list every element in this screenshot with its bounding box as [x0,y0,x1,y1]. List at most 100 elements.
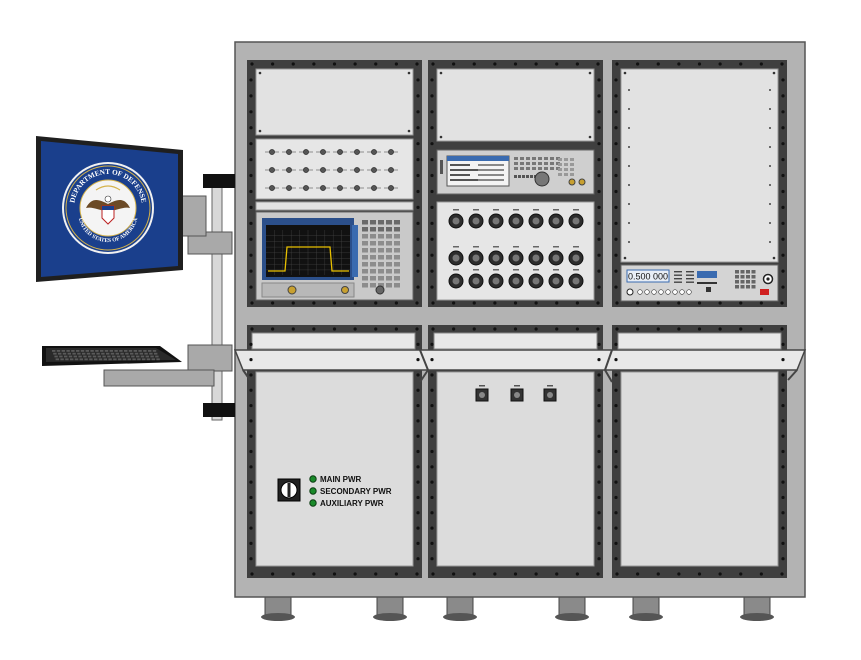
sa-key[interactable] [370,248,376,253]
sa-key[interactable] [394,262,400,267]
keyboard-key[interactable] [107,355,111,358]
sa-key[interactable] [386,234,392,239]
ps-button[interactable] [672,289,678,295]
keyboard-key[interactable] [127,358,131,361]
sa-key[interactable] [394,234,400,239]
keyboard-key[interactable] [78,355,82,358]
keyboard-key[interactable] [112,355,116,358]
keyboard-key[interactable] [142,358,146,361]
sa-key[interactable] [386,276,392,281]
patch-connector[interactable] [320,167,326,173]
keyboard-key[interactable] [68,355,73,358]
keyboard-key[interactable] [53,352,57,355]
sg-key[interactable] [520,162,524,165]
ps-button[interactable] [658,289,664,295]
keyboard-key[interactable] [121,355,125,358]
ps-key[interactable] [740,275,745,279]
sa-key[interactable] [362,255,368,260]
keyboard-key[interactable] [90,350,94,352]
keyboard-key[interactable] [64,355,68,358]
ps-key[interactable] [740,285,745,289]
keyboard-key[interactable] [54,355,58,358]
ps-key[interactable] [751,280,756,284]
patch-connector[interactable] [286,167,292,173]
keyboard-key[interactable] [132,358,136,361]
ps-key[interactable] [735,275,739,279]
sg-key[interactable] [520,167,524,170]
sa-key[interactable] [386,269,392,274]
sg-key[interactable] [570,158,574,161]
patch-connector[interactable] [269,167,275,173]
patch-connector[interactable] [286,149,292,155]
keyboard-key[interactable] [124,350,128,352]
sa-key[interactable] [394,241,400,246]
keyboard-key[interactable] [96,352,100,355]
keyboard-key[interactable] [71,350,75,352]
sa-key[interactable] [386,255,392,260]
keyboard-key[interactable] [126,355,130,358]
sg-key[interactable] [564,173,568,176]
keyboard-key[interactable] [109,350,113,352]
sg-key[interactable] [532,167,536,170]
ps-button[interactable] [686,289,692,295]
keyboard-key[interactable] [108,358,112,361]
keyboard-key[interactable] [101,352,105,355]
keyboard-key[interactable] [52,350,56,352]
sa-key[interactable] [378,220,384,225]
keyboard-key[interactable] [97,355,101,358]
keyboard-key[interactable] [148,350,152,352]
patch-connector[interactable] [269,185,275,191]
sa-key[interactable] [370,227,376,232]
keyboard-key[interactable] [88,355,92,358]
sg-key[interactable] [550,167,554,170]
sg-key[interactable] [530,175,533,178]
ps-button[interactable] [679,289,685,295]
keyboard-key[interactable] [146,358,151,361]
keyboard-key[interactable] [58,352,62,355]
sg-key[interactable] [558,168,562,171]
sa-key[interactable] [394,255,400,260]
sg-key[interactable] [526,167,530,170]
keyboard-key[interactable] [94,358,98,361]
keyboard-key[interactable] [120,352,124,355]
keyboard-key[interactable] [145,355,149,358]
sa-key[interactable] [378,269,384,274]
keyboard-key[interactable] [98,358,103,361]
patch-connector[interactable] [337,185,343,191]
keyboard-key[interactable] [106,352,110,355]
sg-key[interactable] [564,163,568,166]
sa-key[interactable] [362,220,368,225]
keyboard-key[interactable] [73,355,77,358]
sg-key[interactable] [532,157,536,160]
keyboard-key[interactable] [130,352,134,355]
sg-key[interactable] [514,175,517,178]
sg-key[interactable] [558,158,562,161]
sa-key[interactable] [378,227,384,232]
keyboard-key[interactable] [95,350,99,352]
ps-key[interactable] [746,280,750,284]
keyboard-key[interactable] [65,358,69,361]
sa-key[interactable] [386,248,392,253]
sa-key[interactable] [394,269,400,274]
sg-key[interactable] [518,175,521,178]
sa-key[interactable] [370,255,376,260]
patch-connector[interactable] [354,149,360,155]
keyboard-key[interactable] [86,352,91,355]
keyboard-key[interactable] [151,358,155,361]
sa-key[interactable] [370,220,376,225]
sa-key[interactable] [370,283,376,288]
patch-connector[interactable] [303,167,309,173]
sg-key[interactable] [570,173,574,176]
patch-connector[interactable] [371,149,377,155]
sg-key[interactable] [550,162,554,165]
sa-key[interactable] [378,255,384,260]
keyboard-key[interactable] [118,358,122,361]
keyboard-key[interactable] [119,350,123,352]
ps-key[interactable] [751,275,756,279]
sa-key[interactable] [370,241,376,246]
keyboard-key[interactable] [131,355,135,358]
keyboard-key[interactable] [136,355,140,358]
sg-key[interactable] [538,162,542,165]
sg-key[interactable] [538,167,542,170]
sa-key[interactable] [362,262,368,267]
